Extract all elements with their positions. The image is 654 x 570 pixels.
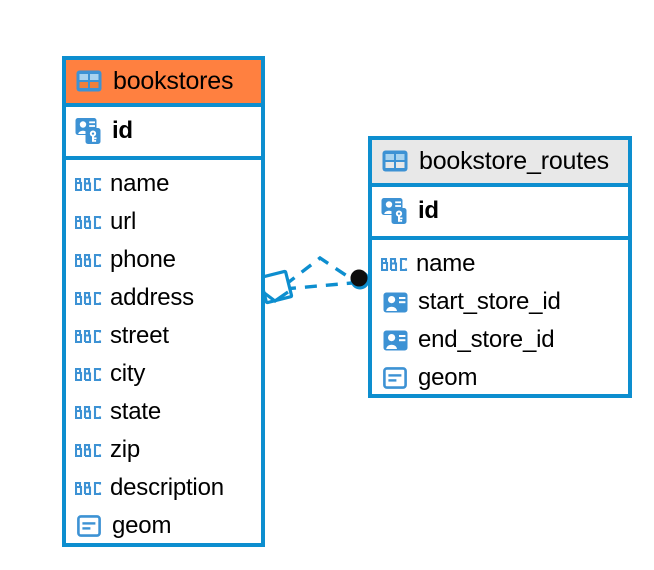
field-label: end_store_id (418, 326, 555, 353)
entity-fields-bookstores: name url (66, 160, 261, 553)
abc-icon (74, 439, 102, 461)
field-row-description[interactable]: description (74, 469, 253, 507)
abc-icon (74, 401, 102, 423)
abc-icon (74, 363, 102, 385)
entity-header-bookstores[interactable]: bookstores (66, 60, 261, 107)
field-row-primary-key[interactable]: id (74, 112, 253, 150)
abc-icon (380, 253, 408, 275)
field-label: geom (112, 512, 172, 539)
field-label: name (416, 250, 476, 277)
entity-primary-key-section: id (66, 107, 261, 160)
field-label: phone (110, 246, 176, 273)
diamond-marker-foot (262, 290, 289, 303)
field-row-name[interactable]: name (380, 245, 620, 283)
field-row-url[interactable]: url (74, 203, 253, 241)
field-label: geom (418, 364, 478, 391)
field-label: url (110, 208, 137, 235)
field-label: address (110, 284, 194, 311)
field-row-start-store-id[interactable]: start_store_id (380, 283, 620, 321)
primary-key-icon (74, 116, 104, 146)
relationship-line-lower (283, 281, 353, 291)
abc-icon (74, 325, 102, 347)
abc-icon (74, 249, 102, 271)
table-icon (74, 66, 104, 96)
abc-icon (74, 173, 102, 195)
entity-fields-bookstore-routes: name start_store_id (372, 240, 628, 405)
field-row-name[interactable]: name (74, 165, 253, 203)
field-row-phone[interactable]: phone (74, 241, 253, 279)
abc-icon (74, 287, 102, 309)
field-label: start_store_id (418, 288, 561, 315)
entity-bookstore-routes[interactable]: bookstore_routes (368, 136, 632, 398)
field-row-address[interactable]: address (74, 279, 253, 317)
foreign-key-icon (380, 325, 410, 355)
entity-header-bookstore-routes[interactable]: bookstore_routes (372, 140, 628, 187)
primary-key-icon (380, 196, 410, 226)
geometry-icon (74, 511, 104, 541)
field-label: zip (110, 436, 141, 463)
field-row-end-store-id[interactable]: end_store_id (380, 321, 620, 359)
field-label: state (110, 398, 162, 425)
foreign-key-icon (380, 287, 410, 317)
table-icon (380, 146, 410, 176)
circle-marker (350, 269, 368, 287)
field-label: name (110, 170, 170, 197)
circle-marker-ring (350, 270, 370, 290)
field-label: street (110, 322, 169, 349)
field-row-geom[interactable]: geom (74, 507, 253, 545)
field-row-geom[interactable]: geom (380, 359, 620, 397)
field-label: id (112, 117, 133, 144)
relationship-line-upper (283, 255, 354, 287)
geometry-icon (380, 363, 410, 393)
abc-icon (74, 477, 102, 499)
entity-title: bookstore_routes (419, 147, 609, 175)
entity-title: bookstores (113, 67, 234, 95)
field-row-primary-key[interactable]: id (380, 192, 620, 230)
entity-primary-key-section: id (372, 187, 628, 240)
field-row-zip[interactable]: zip (74, 431, 253, 469)
field-label: description (110, 474, 224, 501)
field-label: id (418, 197, 439, 224)
field-row-city[interactable]: city (74, 355, 253, 393)
field-label: city (110, 360, 146, 387)
entity-bookstores[interactable]: bookstores (62, 56, 265, 547)
field-row-state[interactable]: state (74, 393, 253, 431)
abc-icon (74, 211, 102, 233)
field-row-street[interactable]: street (74, 317, 253, 355)
